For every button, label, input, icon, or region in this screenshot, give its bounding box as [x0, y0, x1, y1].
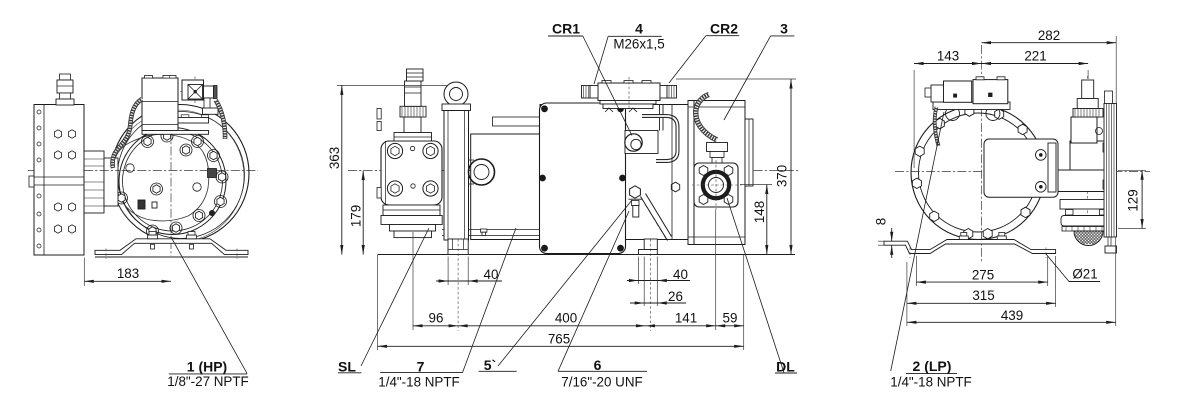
svg-text:148: 148: [752, 201, 767, 223]
svg-text:1 (HP): 1 (HP): [187, 359, 227, 375]
svg-text:3: 3: [780, 20, 788, 36]
svg-text:CR1: CR1: [552, 20, 580, 36]
svg-text:439: 439: [1001, 308, 1023, 323]
svg-text:282: 282: [1038, 28, 1060, 43]
svg-text:59: 59: [723, 311, 738, 326]
svg-text:4: 4: [635, 20, 643, 36]
svg-text:315: 315: [972, 288, 994, 303]
svg-text:M26x1,5: M26x1,5: [613, 37, 664, 52]
svg-text:96: 96: [429, 311, 444, 326]
svg-text:CR2: CR2: [710, 20, 738, 36]
svg-text:7/16"-20 UNF: 7/16"-20 UNF: [561, 374, 642, 389]
svg-text:363: 363: [327, 147, 342, 169]
svg-text:26: 26: [668, 289, 683, 304]
svg-text:8: 8: [874, 218, 889, 225]
svg-text:143: 143: [937, 49, 959, 64]
svg-text:40: 40: [673, 267, 688, 282]
svg-text:400: 400: [555, 311, 577, 326]
svg-text:179: 179: [349, 205, 364, 227]
svg-text:SL: SL: [338, 358, 356, 374]
svg-text:1/4"-18 NPTF: 1/4"-18 NPTF: [378, 374, 459, 389]
svg-text:1/8"-27 NPTF: 1/8"-27 NPTF: [167, 374, 248, 389]
svg-text:221: 221: [1024, 49, 1046, 64]
svg-text:5`: 5`: [484, 357, 496, 373]
svg-text:765: 765: [548, 332, 570, 347]
svg-text:40: 40: [484, 267, 499, 282]
svg-text:DL: DL: [776, 358, 795, 374]
svg-text:1/4"-18 NPTF: 1/4"-18 NPTF: [890, 374, 971, 389]
svg-text:7: 7: [417, 358, 425, 374]
svg-text:275: 275: [972, 267, 994, 282]
svg-text:6: 6: [594, 357, 602, 373]
svg-text:Ø21: Ø21: [1072, 267, 1097, 282]
svg-text:129: 129: [1126, 189, 1141, 211]
svg-text:2 (LP): 2 (LP): [913, 358, 952, 374]
svg-text:183: 183: [117, 266, 139, 281]
svg-text:370: 370: [775, 165, 790, 187]
svg-text:141: 141: [675, 311, 697, 326]
